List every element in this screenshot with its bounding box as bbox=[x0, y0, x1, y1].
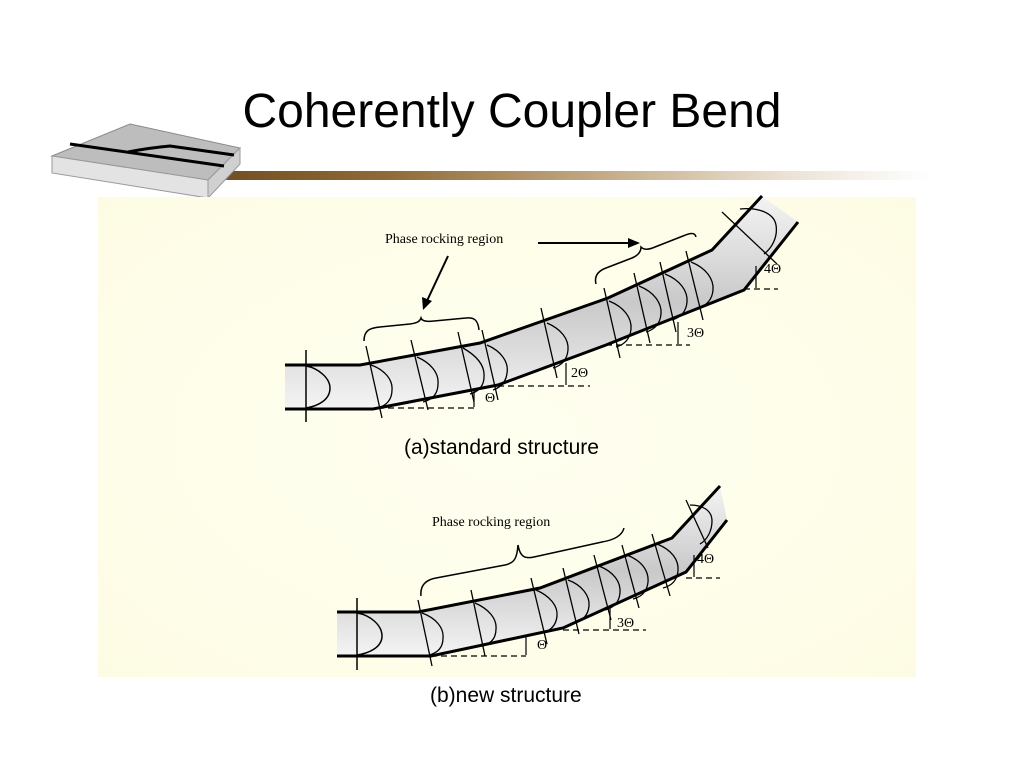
waveguide-chip-icon bbox=[50, 123, 242, 200]
diagram-a: Phase rocking region Θ 2Θ 3Θ 4Θ bbox=[285, 194, 800, 422]
waveguide-b bbox=[337, 486, 727, 656]
waveguide-b-bottom-wall bbox=[337, 519, 729, 658]
angle-label-a-2: 2Θ bbox=[571, 366, 588, 381]
brace-a-left bbox=[363, 315, 480, 342]
mode-profiles-b bbox=[417, 499, 713, 667]
waveguide-b-top-wall bbox=[337, 484, 722, 614]
angle-label-a-4: 4Θ bbox=[764, 262, 781, 277]
mode-profiles-a bbox=[365, 207, 778, 419]
angle-label-b-1: Θ bbox=[537, 638, 547, 653]
title-underline bbox=[205, 171, 930, 180]
annotation-a: Phase rocking region bbox=[385, 232, 503, 247]
slide-title: Coherently Coupler Bend bbox=[242, 85, 782, 138]
waveguide-a-bottom-wall bbox=[285, 221, 800, 411]
angle-label-a-1: Θ bbox=[485, 391, 495, 406]
caption-a: (a)standard structure bbox=[404, 436, 599, 459]
brace-b bbox=[420, 527, 625, 597]
caption-b: (b)new structure bbox=[430, 684, 582, 707]
diagram-b: Phase rocking region Θ 3Θ 4Θ bbox=[337, 484, 729, 670]
brace-a-right bbox=[594, 232, 697, 285]
angle-label-a-3: 3Θ bbox=[687, 326, 704, 341]
annotation-b: Phase rocking region bbox=[432, 515, 550, 530]
waveguide-a bbox=[285, 196, 798, 409]
angle-label-b-2: 3Θ bbox=[617, 616, 634, 631]
angle-label-b-3: 4Θ bbox=[697, 552, 714, 567]
